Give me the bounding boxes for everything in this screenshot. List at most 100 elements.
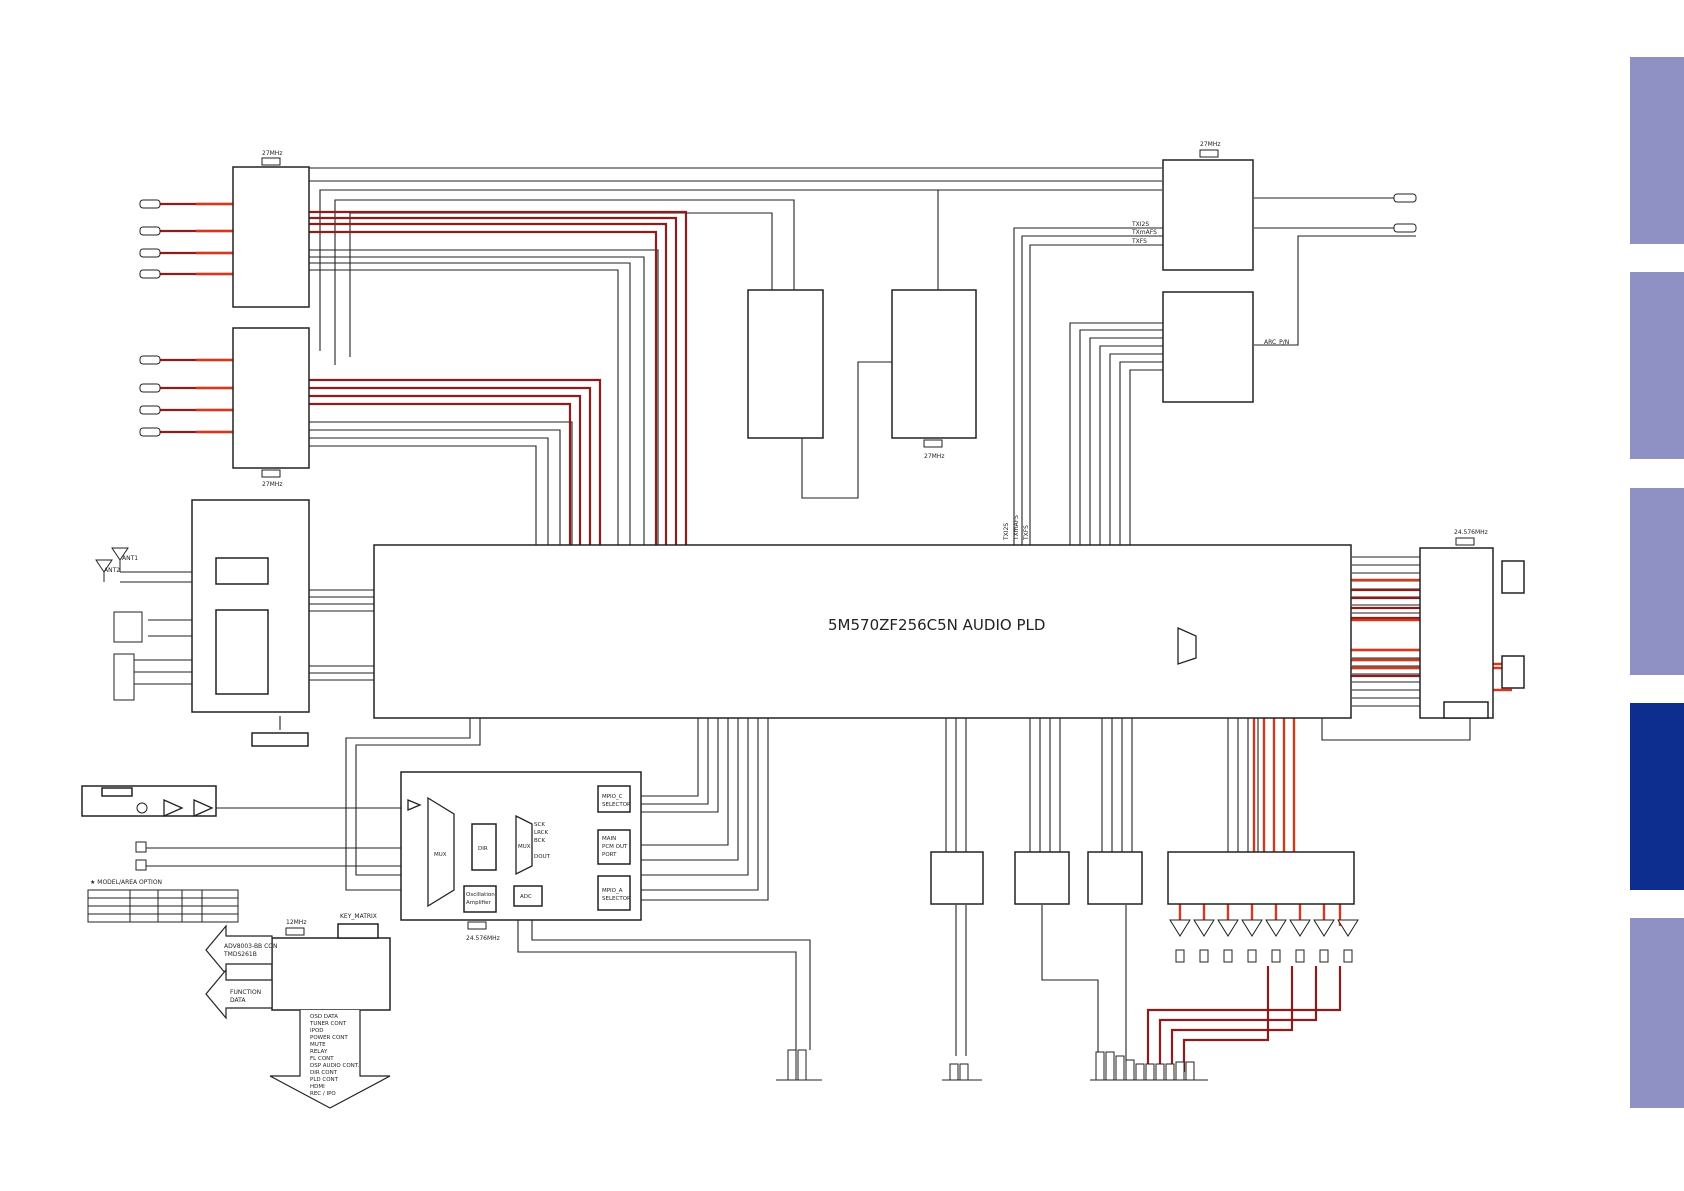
side-box-top (1501, 560, 1525, 594)
control-item: POWER CONT (310, 1035, 348, 1041)
aux-triangle-1 (163, 798, 184, 818)
side-box-mid (1501, 655, 1525, 689)
sub-block-label: DIR (478, 846, 488, 852)
signal-label: ANT1 (122, 555, 138, 562)
nav-tab-2[interactable] (1630, 272, 1684, 459)
dsp-block (1419, 547, 1494, 719)
control-item: PLD CONT (310, 1077, 339, 1083)
antenna-icons (95, 547, 129, 582)
signal-label: TXI2S (1003, 523, 1010, 541)
signal-label: ANT2 (104, 567, 120, 574)
signal-lines (120, 167, 1471, 1062)
nav-tab-5[interactable] (1630, 918, 1684, 1108)
control-item: FL CONT (310, 1056, 334, 1062)
option-table (87, 889, 239, 923)
nav-tab-4-active[interactable] (1630, 703, 1684, 890)
sub-block-label: SELECTOR (602, 802, 631, 808)
signal-label: TXmAFS (1131, 229, 1157, 236)
crystal-label: 12MHz (286, 919, 306, 926)
dac-2 (1014, 851, 1070, 905)
signal-label: TXFS (1131, 238, 1147, 245)
control-list: OSD DATA TUNER CONT IPOD POWER CONT MUTE… (309, 1014, 360, 1097)
pld-amp-shape (1177, 626, 1197, 665)
adc-subblock (513, 885, 543, 907)
control-item: IPOD (310, 1028, 324, 1034)
control-item: DIR CONT (310, 1070, 338, 1076)
tuner-footer (251, 732, 309, 747)
sub-block-label: PCM OUT (602, 844, 628, 850)
micom-block (271, 937, 391, 1011)
audio-pld (373, 544, 1352, 719)
dac-3 (1087, 851, 1143, 905)
signal-label: BCK (534, 838, 546, 844)
osd-processor (891, 289, 977, 439)
arrow-label: DATA (230, 997, 246, 1004)
control-item: MUTE (310, 1042, 326, 1048)
sub-block-label: MUX (518, 844, 531, 850)
crystal-label: 24.576MHz (1454, 529, 1488, 536)
sub-block-label: SELECTOR (602, 896, 631, 902)
nav-tab-3[interactable] (1630, 488, 1684, 675)
mux-input-triangle (407, 799, 422, 811)
sub-block-label: ADC (520, 894, 532, 900)
arrow-label: FUNCTION (230, 989, 261, 996)
mpio-c-selector (597, 785, 631, 813)
amp-triangles (1169, 919, 1359, 963)
key-matrix-box (337, 923, 379, 939)
hdmi-receiver-2 (232, 327, 310, 469)
crystal-label: 27MHz (1200, 141, 1220, 148)
sub-block-label: MUX (434, 852, 447, 858)
mux-1 (427, 796, 455, 908)
sub-block-label: MPIO_A (602, 888, 623, 894)
arc-block (1162, 291, 1254, 403)
signal-label: KEY_MATRIX (340, 913, 377, 920)
mux-shapes (163, 626, 1197, 908)
oscillation-amplifier (463, 885, 497, 913)
signal-label: TXFS (1023, 525, 1030, 541)
signal-label: LRCK (534, 830, 548, 836)
sub-block-label: PORT (602, 852, 617, 858)
main-pcm-out-port (597, 829, 631, 865)
input-connectors[interactable] (113, 193, 1417, 871)
crystal-label: 27MHz (262, 481, 282, 488)
aux-label-box (101, 787, 133, 797)
signal-label: DOUT (534, 854, 551, 860)
hdmi-receiver-1 (232, 166, 310, 308)
aux-triangle-2 (193, 798, 214, 818)
control-item: REC / IPO (310, 1091, 336, 1097)
option-table-title: ★ MODEL/AREA OPTION (90, 879, 162, 886)
hdmi-transmitter (1162, 159, 1254, 271)
output-arrows (205, 924, 391, 1109)
control-item: DSP AUDIO CONT. (310, 1063, 360, 1069)
sub-block-label: Oscillation (466, 892, 495, 898)
signal-label: TXI2S (1131, 221, 1149, 228)
dac-4 (1167, 851, 1355, 905)
crystals (261, 149, 1475, 936)
sub-block-label: MPIO_C (602, 794, 623, 800)
video-processor (747, 289, 824, 439)
sub-block-label: Amplifier (466, 900, 492, 906)
pld-title: 5M570ZF256C5N AUDIO PLD (828, 616, 1045, 634)
tuner-subblock-a (215, 557, 269, 585)
dir-subblock (471, 823, 497, 871)
mux-2 (515, 814, 533, 876)
blocks (81, 159, 1525, 1011)
nav-tab-1[interactable] (1630, 57, 1684, 244)
control-item: HDMI (310, 1084, 325, 1090)
crystal-label: 27MHz (924, 453, 944, 460)
sub-block-label: MAIN (602, 836, 616, 842)
control-item: RELAY (310, 1049, 328, 1055)
signal-label: ARC_P/N (1264, 339, 1289, 346)
crystal-label: 24.576MHz (466, 935, 500, 942)
control-item: OSD DATA (310, 1014, 338, 1020)
tuner-subblock-b (215, 609, 269, 695)
dsp-small-box (1443, 701, 1489, 719)
adv-arrow (205, 924, 273, 976)
dac-1 (930, 851, 984, 905)
signal-label: TXmAFS (1013, 515, 1020, 541)
arrow-label: TMDS261B (223, 951, 257, 958)
signal-label: SCK (534, 822, 545, 828)
control-arrow (269, 1010, 391, 1109)
control-item: TUNER CONT (309, 1021, 347, 1027)
